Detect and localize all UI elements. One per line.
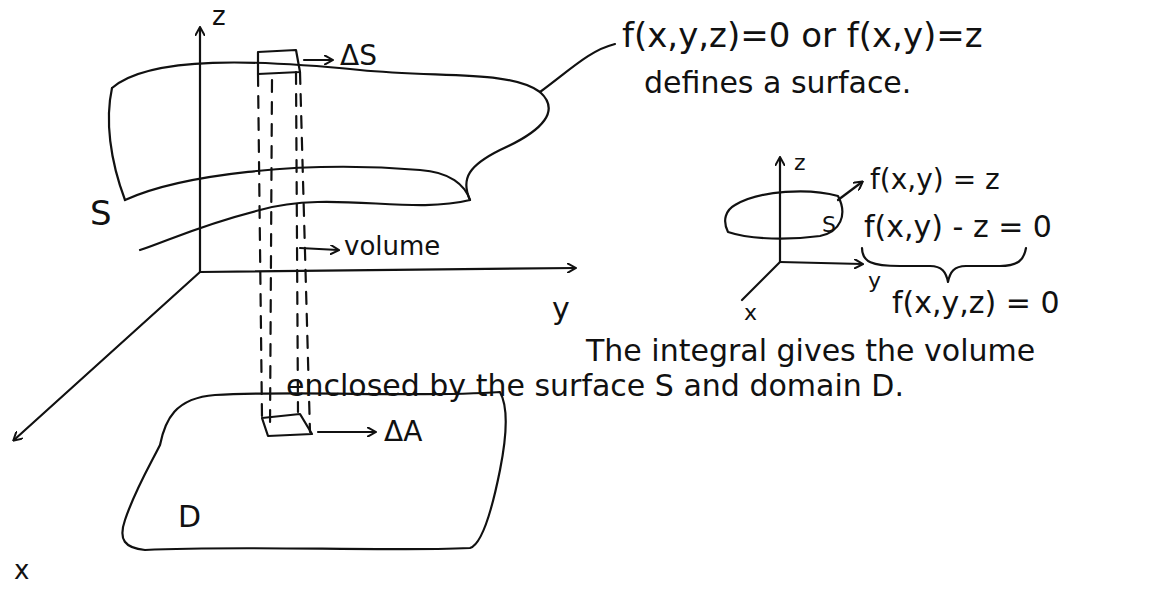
note-text: The integral gives the volume enclosed b…	[286, 334, 1162, 403]
axis-or-math-label: defines a surface.	[644, 66, 911, 101]
axis-or-math-label: S	[90, 194, 112, 233]
axis-or-math-label: x	[744, 300, 757, 325]
axis-or-math-label: f(x,y,z) = 0	[892, 286, 1060, 321]
axis-or-math-label: f(x,y,z)=0 or f(x,y)=z	[622, 16, 983, 55]
axis-or-math-label: z	[794, 150, 806, 175]
axis-or-math-label: ΔA	[384, 416, 422, 448]
axis-or-math-label: f(x,y) - z = 0	[864, 210, 1052, 245]
axis-or-math-label: S	[822, 212, 836, 237]
axis-or-math-label: volume	[344, 232, 440, 262]
axis-or-math-label: y	[868, 268, 881, 293]
axis-or-math-label: z	[212, 2, 226, 32]
axis-or-math-label: f(x,y) = z	[870, 164, 1000, 196]
axis-or-math-label: x	[14, 556, 29, 586]
axis-or-math-label: y	[552, 292, 570, 327]
axis-or-math-label: ΔS	[340, 40, 377, 72]
axis-or-math-label: D	[178, 500, 201, 535]
